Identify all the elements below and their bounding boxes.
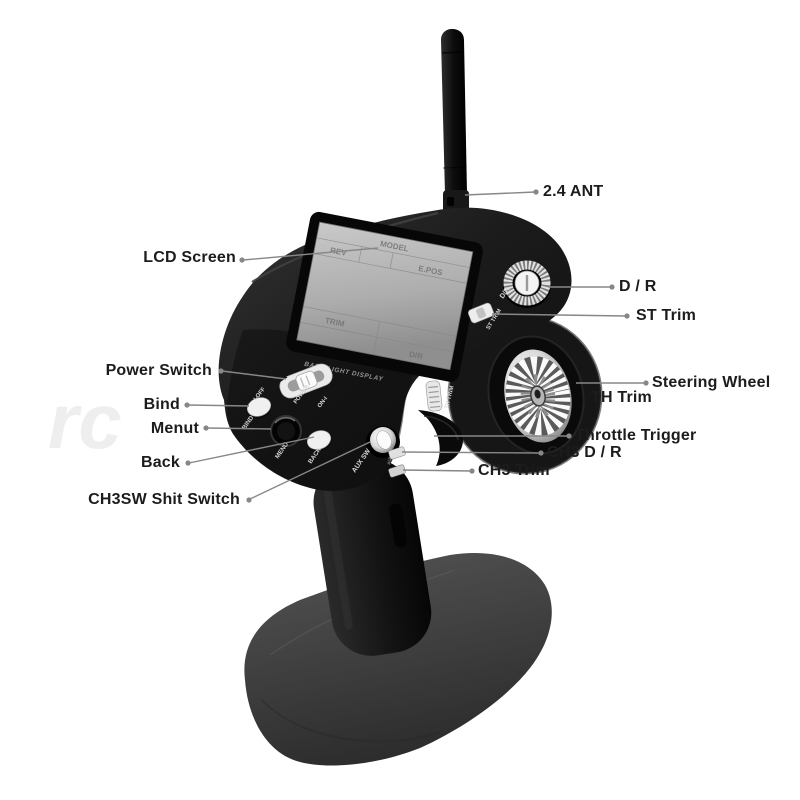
ch3-dr-switch [388,446,406,460]
leader-power [221,370,287,380]
ch3-trim-button [388,464,406,478]
leader-ch3sw [249,441,371,500]
callout-st-trim: ST Trim [636,307,697,324]
leader-st-trim [491,313,627,317]
leader-ch3-trim [402,469,472,472]
leader-ant [464,191,536,196]
callout-lcd-screen: LCD Screen [143,249,236,266]
callout-ch3-d-r: CH3 D / R [547,444,622,461]
grip-handle [313,459,432,656]
dr-knob [503,260,551,308]
callout-th-trim: TH Trim [591,389,652,406]
callout-throttle-trigger: Throttle Trigger [575,427,697,444]
callout-steering-wheel: Steering Wheel [652,374,771,391]
th-trim-label: TH TRIM [444,385,456,409]
bind-button [246,397,272,419]
steering-wheel [487,335,585,455]
leader-lines [187,191,645,500]
st-trim-switch [468,302,494,324]
leader-back [188,436,315,464]
leader-ch3-dr [401,451,541,454]
menu-knob [270,415,302,447]
lcd-trim-text: TRIM [324,316,345,329]
th-trim-switch [425,380,443,412]
power-switch [278,363,333,399]
callout-back: Back [140,454,180,471]
leader-menut [206,427,272,430]
lcd-dr-text: D/R [408,350,423,362]
antenna [435,29,477,227]
leader-bind [187,404,250,407]
callout-ch3sw-shit-switch: CH3SW Shit Switch [88,491,240,508]
callout-ch3-trim: CH3 Trim [478,462,550,479]
callout-menut: Menut [150,420,199,437]
callout-bind: Bind [143,396,180,413]
leader-lcd [242,247,379,261]
callout-2-4-ant: 2.4 ANT [543,183,604,200]
watermark-text: rc [48,377,122,465]
callout-power-switch: Power Switch [105,362,212,379]
callout-d-r: D / R [619,278,657,295]
leader-dots [184,189,649,503]
